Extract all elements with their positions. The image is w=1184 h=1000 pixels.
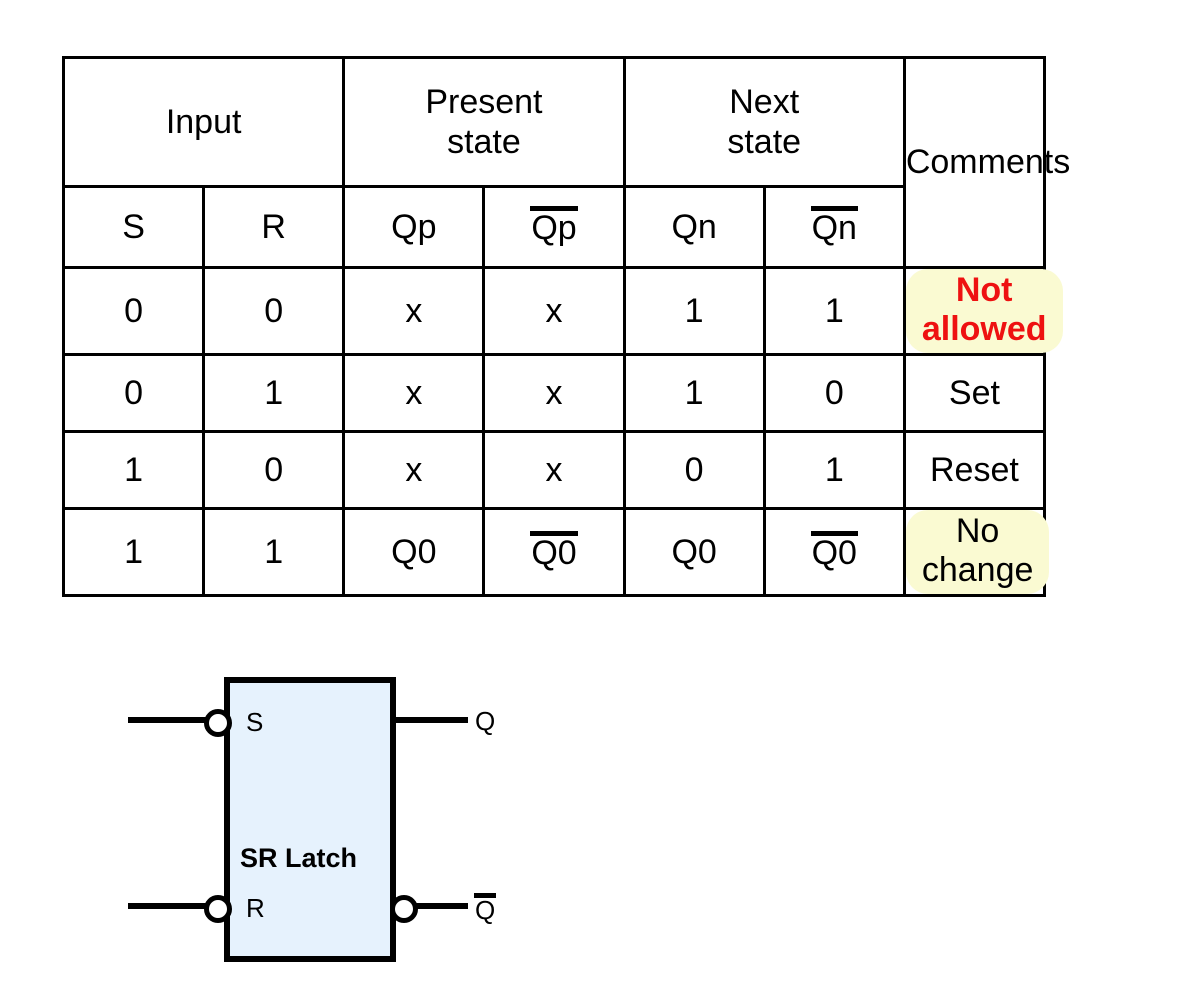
cell-qn: 0 — [622, 430, 766, 511]
table-sub-header-row: S R Qp Qp Qn Qn — [61, 185, 1045, 269]
cell-r: 0 — [202, 265, 346, 357]
header-input: Input — [61, 56, 346, 188]
cell-qp-bar: Q0 — [482, 507, 626, 598]
cell-s: 0 — [61, 265, 206, 357]
cell-qn-bar: 1 — [762, 430, 906, 511]
table-row: 1 1 Q0 Q0 Q0 Q0 No change — [61, 507, 1050, 598]
cell-qn-bar-text: Q0 — [810, 531, 859, 573]
pin-label-qbar: Q — [473, 893, 497, 926]
header-s: S — [61, 185, 206, 269]
cell-qn-bar: 0 — [762, 353, 906, 434]
truth-table-container: Input Present state Next state Comments … — [61, 56, 1070, 598]
header-qp-bar-text: Qp — [530, 205, 579, 248]
header-qp-bar: Qp — [482, 185, 626, 269]
cell-s: 1 — [61, 507, 206, 598]
cell-comment: Reset — [902, 430, 1047, 511]
cell-comment: Set — [902, 353, 1047, 434]
header-qn: Qn — [622, 185, 766, 269]
cell-qp-bar: x — [482, 265, 626, 357]
header-comments: Comments — [902, 56, 1070, 269]
cell-qp: Q0 — [342, 507, 486, 598]
pin-label-qbar-text: Q — [473, 893, 497, 925]
cell-qp: x — [342, 265, 486, 357]
table-row: 0 1 x x 1 0 Set — [61, 353, 1047, 434]
cell-qp: x — [342, 353, 486, 434]
cell-qp-bar: x — [482, 353, 626, 434]
cell-qp-bar: x — [482, 430, 626, 511]
wire-qbar-output — [412, 903, 468, 909]
cell-qp: x — [342, 430, 486, 511]
header-r: R — [202, 185, 346, 269]
header-next-state-line2: state — [727, 123, 802, 161]
header-present-state-line2: state — [447, 123, 521, 161]
latch-block-label: SR Latch — [240, 843, 358, 873]
header-present-state: Present state — [342, 56, 626, 188]
inversion-bubble-r-icon — [204, 895, 232, 923]
inversion-bubble-s-icon — [204, 709, 232, 737]
header-qn-bar-text: Qn — [810, 205, 859, 248]
cell-qn-bar: Q0 — [762, 507, 906, 598]
pin-label-r: R — [246, 893, 265, 923]
header-present-state-line1: Present — [425, 82, 543, 121]
wire-s-input — [128, 717, 208, 723]
header-qp: Qp — [342, 185, 486, 269]
header-next-state: Next state — [622, 56, 906, 188]
status-badge-not-allowed: Not allowed — [905, 269, 1063, 354]
cell-qn: Q0 — [622, 507, 766, 598]
wire-r-input — [128, 903, 208, 909]
table-row: 1 0 x x 0 1 Reset — [61, 430, 1047, 511]
header-qn-bar: Qn — [762, 185, 906, 269]
cell-s: 0 — [61, 353, 206, 434]
cell-r: 0 — [202, 430, 346, 511]
cell-r: 1 — [202, 353, 346, 434]
wire-q-output — [396, 717, 468, 723]
cell-qn-bar: 1 — [762, 265, 906, 357]
latch-block-body — [224, 677, 396, 962]
cell-qp-bar-text: Q0 — [530, 531, 579, 573]
inversion-bubble-qbar-icon — [390, 895, 418, 923]
table-group-header-row: Input Present state Next state Comments — [61, 56, 1070, 269]
table-row: 0 0 x x 1 1 Not allowed — [61, 265, 1063, 357]
pin-label-q: Q — [475, 706, 496, 736]
sr-latch-truth-table: Input Present state Next state Comments … — [61, 56, 1070, 598]
cell-comment: No change — [902, 507, 1050, 598]
cell-qn: 1 — [622, 265, 766, 357]
status-badge-no-change: No change — [905, 510, 1050, 595]
header-next-state-line1: Next — [729, 82, 800, 121]
cell-s: 1 — [61, 430, 206, 511]
sr-latch-diagram: S R Q Q SR Latch — [110, 650, 540, 980]
pin-label-s: S — [246, 707, 264, 737]
cell-comment: Not allowed — [902, 265, 1063, 357]
cell-r: 1 — [202, 507, 346, 598]
cell-qn: 1 — [622, 353, 766, 434]
